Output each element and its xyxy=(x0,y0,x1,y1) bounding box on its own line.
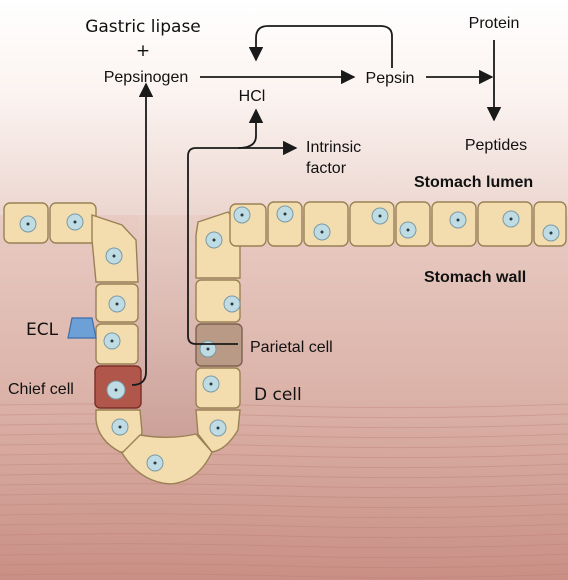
label-stomach-lumen: Stomach lumen xyxy=(414,174,533,191)
label-parietal-cell: Parietal cell xyxy=(250,339,333,356)
arrow-parietal-to-hcl xyxy=(237,108,264,149)
surface-epithelium-right xyxy=(229,201,567,247)
label-pepsin: Pepsin xyxy=(366,70,415,87)
label-peptides: Peptides xyxy=(465,137,527,154)
arrow-parietal-to-intrinsic xyxy=(187,140,298,345)
label-plus: + xyxy=(136,41,150,61)
pit-bottom xyxy=(121,433,213,485)
muscle-texture xyxy=(0,400,568,580)
gastric-pit-lumen xyxy=(138,215,200,455)
label-factor: factor xyxy=(306,160,347,177)
label-d-cell: D cell xyxy=(254,385,302,405)
arrow-pepsin-feedback xyxy=(248,25,393,68)
pit-wall-right xyxy=(195,211,243,453)
label-protein: Protein xyxy=(469,15,520,32)
label-intrinsic: Intrinsic xyxy=(306,139,361,156)
label-gastric-lipase: Gastric lipase xyxy=(85,17,201,37)
label-ecl: ECL xyxy=(26,320,59,340)
stomach-lumen-region xyxy=(0,0,568,215)
pathway-arrows xyxy=(131,25,502,386)
pit-wall-left xyxy=(91,214,143,453)
arrow-chief-to-pepsinogen xyxy=(131,82,154,386)
ecl-cell-marker xyxy=(67,317,97,339)
label-pepsinogen: Pepsinogen xyxy=(104,69,189,86)
label-hcl: HCl xyxy=(239,88,266,105)
label-stomach-wall: Stomach wall xyxy=(424,269,526,286)
surface-epithelium-left xyxy=(3,202,97,244)
label-chief-cell: Chief cell xyxy=(8,381,74,398)
